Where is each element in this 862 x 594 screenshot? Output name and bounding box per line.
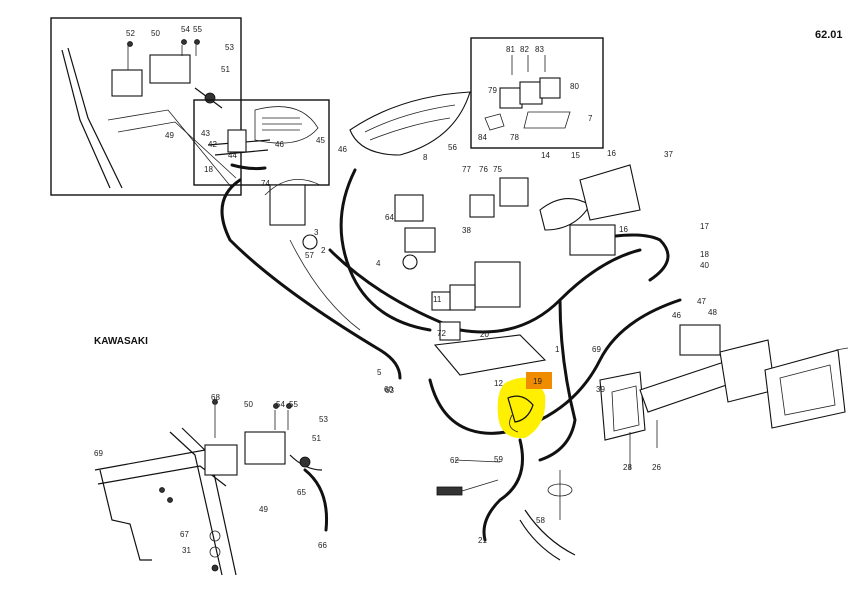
inset-lamp-socket: 43 42 44 45 46 18 74 xyxy=(193,99,330,188)
callout-46b: 46 xyxy=(338,145,347,154)
callout-20: 20 xyxy=(480,330,489,339)
callout-8: 8 xyxy=(423,153,428,162)
callout-3: 3 xyxy=(314,228,319,237)
main-harness xyxy=(220,168,682,542)
callout-19: 19 xyxy=(533,377,542,386)
callout-18: 18 xyxy=(700,250,709,259)
callout-81: 81 xyxy=(506,45,515,54)
callout-77: 77 xyxy=(462,165,471,174)
callout-44: 44 xyxy=(228,151,237,160)
callout-58: 58 xyxy=(536,516,545,525)
callout-53: 53 xyxy=(225,43,234,52)
callout-84: 84 xyxy=(478,133,487,142)
callout-60: 60 xyxy=(384,385,393,394)
callout-63: 63 xyxy=(385,386,394,395)
callout-54: 54 xyxy=(181,25,190,34)
callout-65: 65 xyxy=(297,488,306,497)
callout-78: 78 xyxy=(510,133,519,142)
callout-21: 21 xyxy=(478,536,487,545)
callout-1: 1 xyxy=(555,345,560,354)
lower-parts xyxy=(436,459,576,561)
inset-switch-mount: 52 50 54 55 53 51 49 xyxy=(50,17,242,196)
callout-74: 74 xyxy=(261,179,270,188)
callout-56: 56 xyxy=(448,143,457,152)
callout-4: 4 xyxy=(376,259,381,268)
callout-72: 72 xyxy=(437,329,446,338)
seat-cover: 56 xyxy=(349,91,471,156)
callout-54b: 54 xyxy=(276,400,285,409)
highlight-tag xyxy=(526,372,552,389)
callout-59: 59 xyxy=(494,455,503,464)
callout-16b: 16 xyxy=(619,225,628,234)
callout-67: 67 xyxy=(180,530,189,539)
callout-40: 40 xyxy=(700,261,709,270)
callout-50: 50 xyxy=(151,29,160,38)
callout-15: 15 xyxy=(571,151,580,160)
callout-64: 64 xyxy=(385,213,394,222)
callout-2: 2 xyxy=(321,246,326,255)
callout-18a: 18 xyxy=(204,165,213,174)
callout-76: 76 xyxy=(479,165,488,174)
callout-38: 38 xyxy=(462,226,471,235)
callout-7: 7 xyxy=(588,114,593,123)
callout-69b: 69 xyxy=(94,449,103,458)
callout-16: 16 xyxy=(607,149,616,158)
callout-5: 5 xyxy=(377,368,382,377)
callout-37: 37 xyxy=(664,150,673,159)
callout-82: 82 xyxy=(520,45,529,54)
callout-83: 83 xyxy=(535,45,544,54)
center-callouts: 16 46 8 77 76 75 14 15 16 37 17 18 40 4 … xyxy=(305,145,717,545)
central-components xyxy=(264,164,641,376)
callout-66: 66 xyxy=(318,541,327,550)
callout-17: 17 xyxy=(700,222,709,231)
callout-28: 28 xyxy=(623,463,632,472)
callout-62: 62 xyxy=(450,456,459,465)
callout-12: 12 xyxy=(494,379,503,388)
callout-49: 49 xyxy=(165,131,174,140)
callout-45: 45 xyxy=(316,136,325,145)
callout-39: 39 xyxy=(596,385,605,394)
callout-80: 80 xyxy=(570,82,579,91)
callout-68: 68 xyxy=(211,393,220,402)
callout-48: 48 xyxy=(708,308,717,317)
callout-50b: 50 xyxy=(244,400,253,409)
highlighted-part-19: 19 xyxy=(497,372,552,439)
callout-55b: 55 xyxy=(289,400,298,409)
callout-51b: 51 xyxy=(312,434,321,443)
page-number: 62.01 xyxy=(815,29,843,41)
callout-51: 51 xyxy=(221,65,230,74)
callout-46c: 46 xyxy=(672,311,681,320)
callout-79: 79 xyxy=(488,86,497,95)
callout-57: 57 xyxy=(305,251,314,260)
lower-left-switch-mount: 68 50 54 55 53 51 69 49 67 31 65 66 xyxy=(94,393,328,576)
callout-47: 47 xyxy=(697,297,706,306)
callout-43: 43 xyxy=(201,129,210,138)
callout-46a: 46 xyxy=(275,140,284,149)
callout-75: 75 xyxy=(493,165,502,174)
callout-53b: 53 xyxy=(319,415,328,424)
callout-11: 11 xyxy=(433,295,442,304)
callout-49b: 49 xyxy=(259,505,268,514)
brand-label: KAWASAKI xyxy=(94,336,148,347)
callout-14: 14 xyxy=(541,151,550,160)
callout-42: 42 xyxy=(208,140,217,149)
inset-connectors: 81 82 83 79 80 84 7 78 xyxy=(470,37,604,149)
callout-26: 26 xyxy=(652,463,661,472)
rear-lamp-assembly xyxy=(599,324,849,470)
callout-55: 55 xyxy=(193,25,202,34)
callout-52: 52 xyxy=(126,29,135,38)
callout-31: 31 xyxy=(182,546,191,555)
callout-69: 69 xyxy=(592,345,601,354)
